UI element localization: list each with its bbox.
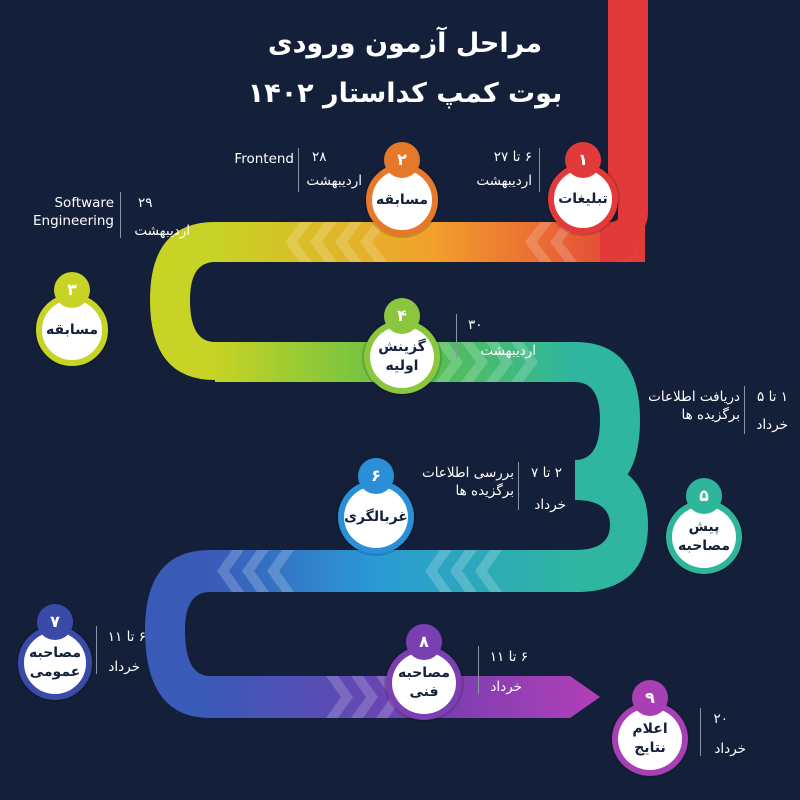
step-8-info: ۶ تا ۱۱ خرداد — [478, 646, 528, 700]
step-date: ۶ تا ۱۱ — [489, 649, 528, 665]
step-month: خرداد — [714, 741, 746, 757]
step-date: ۲ تا ۷ — [531, 465, 562, 481]
step-number: ۶ — [358, 458, 394, 494]
step-date: ۳۰ — [468, 317, 483, 333]
step-month: اردیبهشت — [306, 173, 362, 189]
step-month: اردیبهشت — [476, 173, 532, 189]
step-6: ۶ غربالگری — [338, 458, 414, 554]
step-note: Frontend — [234, 151, 294, 167]
step-month: خرداد — [490, 679, 522, 695]
step-3-info: Software Engineering ۲۹ اردیبهشت — [22, 192, 192, 244]
step-3: ۳ مسابقه — [36, 272, 108, 366]
step-1-info: ۶ تا ۲۷ اردیبهشت — [470, 148, 540, 198]
step-date: ۲۰ — [713, 711, 728, 727]
step-date: ۲۹ — [138, 195, 153, 211]
step-label: مصاحبه عمومی — [18, 626, 92, 700]
step-2: ۲ مسابقه — [366, 142, 438, 236]
step-5: ۵ پیش مصاحبه — [666, 478, 742, 574]
step-4: ۴ گزینش اولیه — [364, 298, 440, 394]
step-date: ۶ تا ۲۷ — [493, 149, 532, 165]
step-number: ۸ — [406, 624, 442, 660]
step-1: ۱ تبلیغات — [548, 142, 618, 234]
step-2-info: Frontend ۲۸ اردیبهشت — [212, 148, 362, 198]
page-subtitle: بوت کمپ کداستار ۱۴۰۲ — [247, 78, 563, 109]
step-date: ۲۸ — [312, 149, 327, 165]
step-4-info: ۳۰ اردیبهشت — [456, 314, 546, 364]
step-month: خرداد — [108, 659, 140, 675]
step-8: ۸ مصاحبه فنی — [386, 624, 462, 720]
step-label: پیش مصاحبه — [666, 500, 742, 574]
step-date: ۱ تا ۵ — [757, 389, 788, 405]
step-number: ۷ — [37, 604, 73, 640]
step-number: ۵ — [686, 478, 722, 514]
step-6-info: بررسی اطلاعات برگزیده ها ۲ تا ۷ خرداد — [418, 462, 568, 518]
page-title: مراحل آزمون ورودی — [267, 28, 543, 59]
step-note: دریافت اطلاعات برگزیده ها — [648, 389, 740, 423]
step-number: ۴ — [384, 298, 420, 334]
step-note: بررسی اطلاعات برگزیده ها — [421, 465, 514, 499]
step-9-info: ۲۰ خرداد — [700, 708, 754, 762]
step-date: ۶ تا ۱۱ — [107, 629, 146, 645]
step-number: ۲ — [384, 142, 420, 178]
step-number: ۳ — [54, 272, 90, 308]
step-7-info: ۶ تا ۱۱ خرداد — [96, 626, 146, 680]
step-month: اردیبهشت — [134, 223, 190, 239]
step-note: Software Engineering — [33, 195, 114, 229]
step-month: خرداد — [534, 497, 566, 513]
step-month: خرداد — [756, 417, 788, 433]
step-5-info: دریافت اطلاعات برگزیده ها ۱ تا ۵ خرداد — [640, 386, 790, 442]
step-month: اردیبهشت — [480, 343, 536, 359]
step-7: ۷ مصاحبه عمومی — [18, 604, 92, 700]
step-number: ۹ — [632, 680, 668, 716]
step-number: ۱ — [565, 142, 601, 178]
step-9: ۹ اعلام نتایج — [612, 680, 688, 776]
